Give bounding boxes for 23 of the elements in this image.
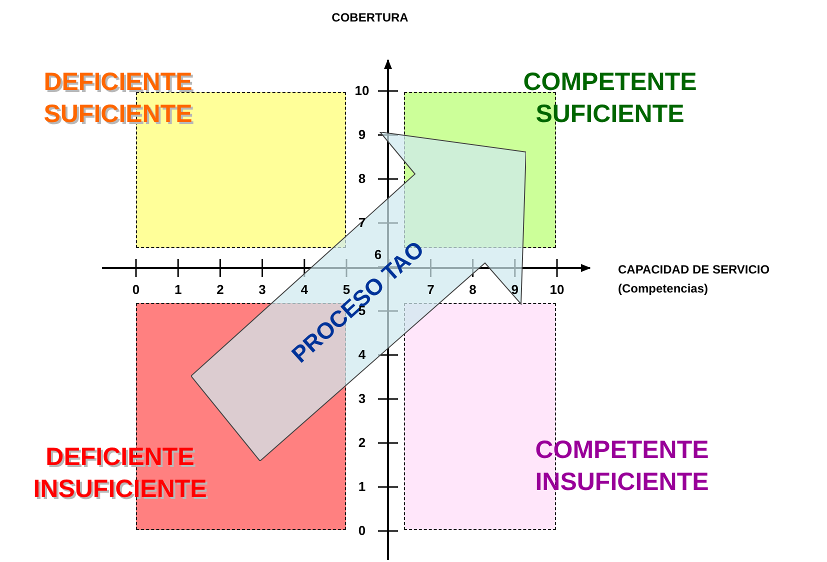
quadrant-title: COMPETENTE SUFICIENTE: [523, 67, 697, 130]
tick-label: 0: [132, 282, 140, 298]
tick-label: 3: [358, 392, 366, 406]
tick-label: 10: [354, 84, 370, 98]
axis-title: CAPACIDAD DE SERVICIO: [618, 263, 770, 277]
tick-label: 9: [358, 128, 366, 142]
tick-label: 1: [358, 480, 366, 494]
tick-label: 8: [358, 172, 366, 186]
tick-label: 0: [358, 524, 366, 538]
tick-label: 2: [216, 282, 224, 298]
tick-label: 6: [374, 248, 382, 262]
tick-label: 10: [550, 282, 564, 298]
quadrant-title: DEFICIENTE INSUFICIENTE: [33, 442, 207, 505]
axis-title: COBERTURA: [332, 11, 408, 25]
quadrant-title: DEFICIENTE SUFICIENTE: [44, 67, 192, 130]
tick-label: 3: [258, 282, 266, 298]
quadrant-title: COMPETENTE INSUFICIENTE: [535, 435, 709, 498]
tick-label: 8: [469, 282, 476, 298]
tick-label: 2: [358, 436, 366, 450]
axis-title: (Competencias): [618, 282, 708, 296]
tick-label: 9: [511, 282, 518, 298]
tick-label: 1: [174, 282, 182, 298]
tick-label: 7: [427, 282, 434, 298]
